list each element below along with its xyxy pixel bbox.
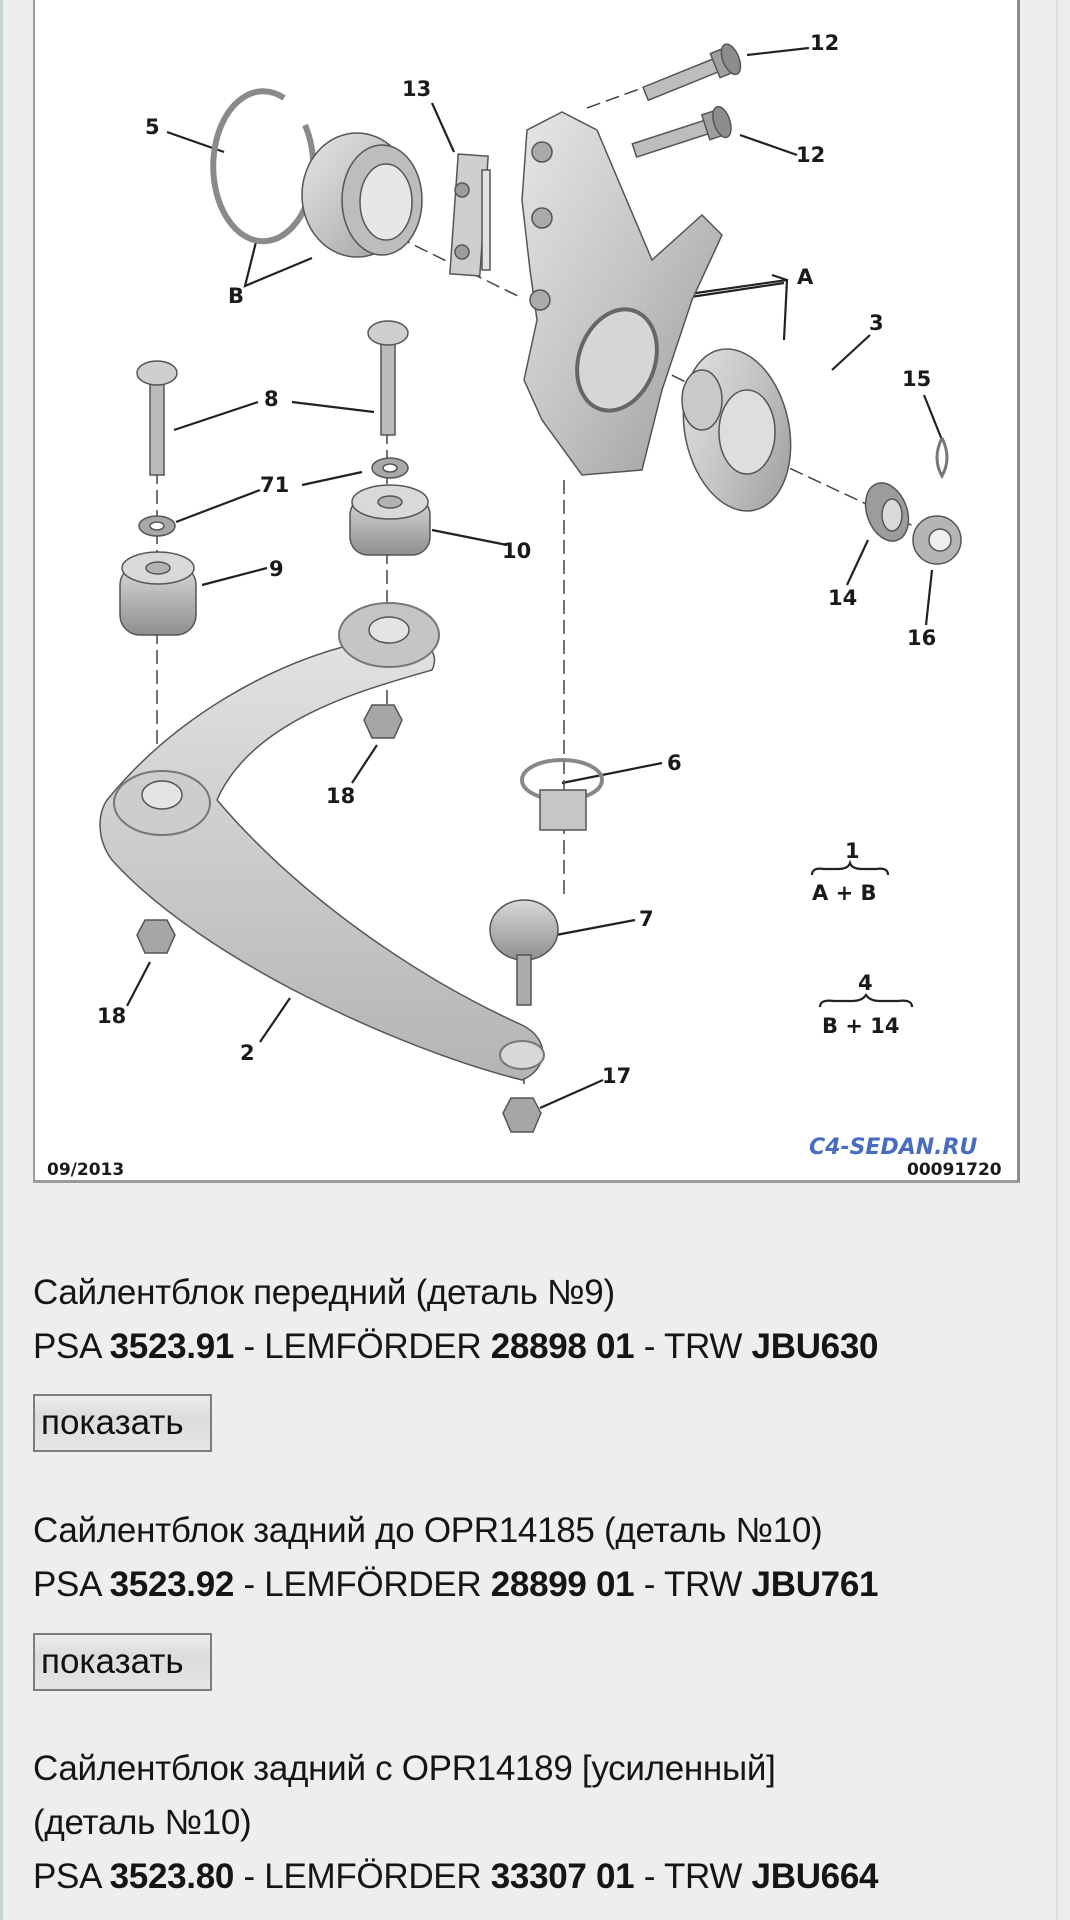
svg-text:71: 71 [260,473,289,497]
separator: - [634,1857,664,1896]
psa-label: PSA [33,1327,101,1366]
psa-code: 3523.92 [109,1565,235,1604]
lemforder-code: 28898 01 [490,1327,635,1366]
svg-text:16: 16 [907,626,936,650]
lemforder-label: LEMFÖRDER [264,1327,482,1366]
svg-text:B + 14: B + 14 [822,1014,899,1038]
show-button-part-10-before[interactable]: показать [33,1633,212,1691]
svg-text:4: 4 [858,971,873,995]
lemforder-code: 33307 01 [490,1857,635,1896]
svg-text:A: A [797,265,814,289]
svg-text:7: 7 [639,907,654,931]
part-title-line2: (деталь №10) [33,1803,252,1842]
svg-text:C4-SEDAN.RU: C4-SEDAN.RU [809,1135,977,1160]
lemforder-label: LEMFÖRDER [264,1857,482,1896]
svg-text:A + B: A + B [812,881,876,905]
right-margin [1058,0,1070,1920]
part-codes: PSA 3523.91 - LEMFÖRDER 28898 01 - TRW J… [33,1320,1023,1374]
lemforder-code: 28899 01 [490,1565,635,1604]
part-block-rear-bushing-reinforced: Сайлентблок задний с OPR14189 [усиленный… [33,1742,1023,1904]
separator: - [234,1327,265,1366]
diagram-drawing: 5 13 12 12 B A 3 15 8 71 10 9 14 16 6 18… [47,31,1002,1180]
trw-code: JBU664 [751,1857,879,1896]
trw-code: JBU630 [751,1327,879,1366]
separator: - [634,1327,664,1366]
trw-code: JBU761 [751,1565,879,1604]
psa-code: 3523.91 [109,1327,235,1366]
part-title: Сайлентблок передний (деталь №9) [33,1273,615,1312]
svg-text:8: 8 [264,387,279,411]
separator: - [634,1565,664,1604]
right-scroll-edge [1056,0,1058,1920]
trw-label: TRW [663,1327,743,1366]
svg-text:10: 10 [502,539,531,563]
left-edge [0,0,3,1920]
svg-text:00091720: 00091720 [907,1160,1002,1180]
trw-label: TRW [663,1857,743,1896]
svg-text:15: 15 [902,367,931,391]
svg-text:12: 12 [810,31,839,55]
svg-text:9: 9 [269,557,284,581]
psa-label: PSA [33,1857,101,1896]
svg-text:17: 17 [602,1064,631,1088]
part-codes: PSA 3523.80 - LEMFÖRDER 33307 01 - TRW J… [33,1850,1023,1904]
part-block-rear-bushing-before: Сайлентблок задний до OPR14185 (деталь №… [33,1504,1023,1612]
separator: - [234,1565,265,1604]
svg-text:12: 12 [796,143,825,167]
part-block-front-bushing: Сайлентблок передний (деталь №9) PSA 352… [33,1266,1023,1374]
svg-text:14: 14 [828,586,857,610]
svg-text:6: 6 [667,751,682,775]
psa-label: PSA [33,1565,101,1604]
psa-code: 3523.80 [109,1857,235,1896]
suspension-exploded-diagram: 5 13 12 12 B A 3 15 8 71 10 9 14 16 6 18… [33,0,1020,1183]
part-title: Сайлентблок задний с OPR14189 [усиленный… [33,1749,776,1788]
part-codes: PSA 3523.92 - LEMFÖRDER 28899 01 - TRW J… [33,1558,1023,1612]
part-title: Сайлентблок задний до OPR14185 (деталь №… [33,1511,823,1550]
svg-text:3: 3 [869,311,884,335]
svg-text:09/2013: 09/2013 [47,1160,124,1180]
show-button-part-9[interactable]: показать [33,1394,212,1452]
svg-text:2: 2 [240,1041,255,1065]
svg-text:5: 5 [145,115,160,139]
svg-text:18: 18 [326,784,355,808]
svg-text:18: 18 [97,1004,126,1028]
separator: - [234,1857,265,1896]
svg-text:1: 1 [845,839,860,863]
lemforder-label: LEMFÖRDER [264,1565,482,1604]
svg-text:13: 13 [402,77,431,101]
svg-text:B: B [228,284,244,308]
trw-label: TRW [663,1565,743,1604]
